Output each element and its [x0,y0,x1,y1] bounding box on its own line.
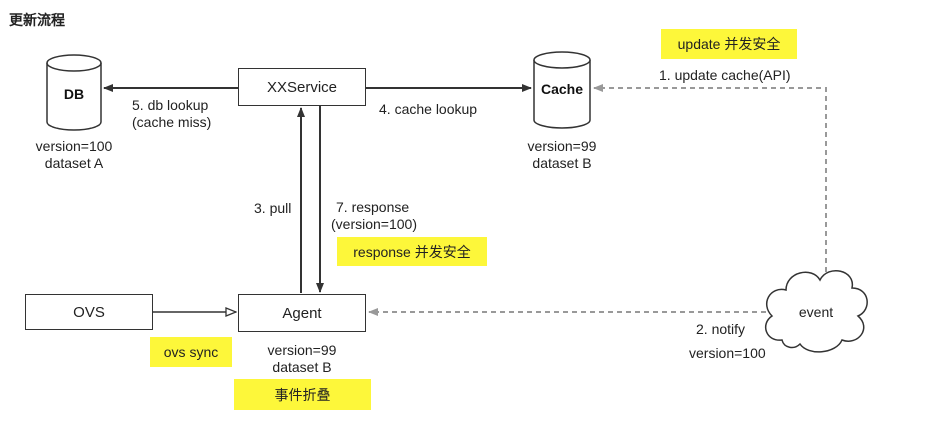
notify-version-label: version=100 [689,345,766,361]
event-label: event [798,304,834,320]
event-fold-highlight: 事件折叠 [234,379,371,410]
agent-version: version=99 [267,342,337,358]
event-cloud [764,270,868,353]
page-title: 更新流程 [9,12,65,28]
cache-lookup-label: 4. cache lookup [379,101,478,117]
update-concurrency-highlight: update 并发安全 [661,29,797,59]
notify-label: 2. notify [696,321,746,337]
cache-dataset: dataset B [532,155,592,171]
response-label: 7. response [336,199,410,215]
response-concurrency-highlight: response 并发安全 [337,237,487,266]
db-version: version=100 [35,138,113,154]
cache-cylinder [533,51,591,129]
cache-version: version=99 [527,138,597,154]
xxservice-box: XXService [238,68,366,106]
ovs-sync-highlight: ovs sync [150,337,232,367]
response-version-label: (version=100) [331,216,417,232]
update-cache-label: 1. update cache(API) [659,67,791,83]
agent-box: Agent [238,294,366,332]
pull-label: 3. pull [254,200,292,216]
ovs-box: OVS [25,294,153,330]
agent-dataset: dataset B [272,359,332,375]
db-dataset: dataset A [44,155,104,171]
db-label: DB [63,86,85,102]
edge-update-cache [593,84,827,272]
db-lookup-label: 5. db lookup [132,97,209,113]
cache-label: Cache [540,81,584,97]
db-cylinder [46,54,102,131]
cache-miss-label: (cache miss) [132,114,212,130]
